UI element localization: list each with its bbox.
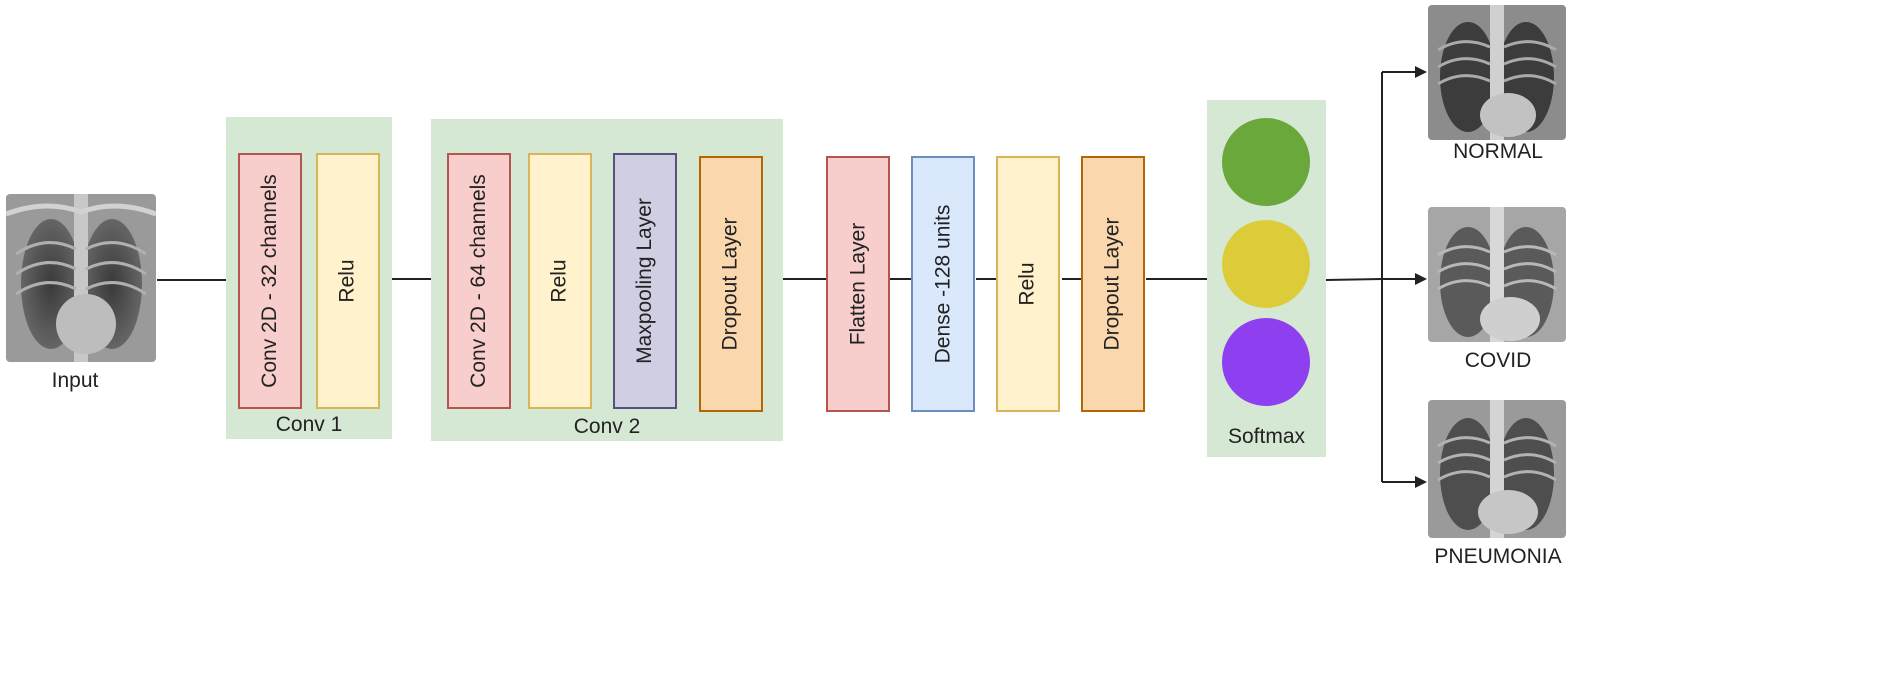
- edge-softmax-branch: [1325, 278, 1383, 281]
- softmax-label: Softmax: [1227, 425, 1306, 448]
- dense-dropout-layer: Dropout Layer: [1081, 156, 1145, 412]
- conv2-maxpooling-label: Maxpooling Layer: [633, 198, 657, 364]
- dense-dropout-label: Dropout Layer: [1101, 217, 1125, 351]
- conv2-dropout-label: Dropout Layer: [719, 217, 743, 351]
- output-xray-normal: [1428, 5, 1566, 140]
- dense-layer: Dense -128 units: [911, 156, 975, 412]
- input-label: Input: [51, 369, 99, 392]
- conv2-label: Conv 2: [573, 415, 641, 438]
- dense-label: Dense -128 units: [931, 204, 955, 364]
- conv2-conv2d-label: Conv 2D - 64 channels: [467, 174, 490, 388]
- conv1-label: Conv 1: [275, 413, 343, 436]
- conv2-conv2d-layer: Conv 2D - 64 channels: [447, 153, 511, 409]
- flatten-layer: Flatten Layer: [826, 156, 890, 412]
- output-normal-label: NORMAL: [1453, 140, 1543, 163]
- flatten-label: Flatten Layer: [846, 222, 870, 346]
- conv1-conv2d-layer: Conv 2D - 32 channels: [238, 153, 302, 409]
- output-covid-label: COVID: [1464, 349, 1532, 372]
- input-xray-image: [6, 194, 156, 362]
- conv2-relu-label: Relu: [547, 259, 571, 303]
- softmax-circle-pneumonia: [1222, 318, 1310, 406]
- softmax-circle-covid: [1222, 220, 1310, 308]
- conv1-relu-label: Relu: [335, 259, 359, 303]
- dense-relu-layer: Relu: [996, 156, 1060, 412]
- conv1-relu-layer: Relu: [316, 153, 380, 409]
- conv2-maxpooling-layer: Maxpooling Layer: [613, 153, 677, 409]
- conv2-dropout-layer: Dropout Layer: [699, 156, 763, 412]
- conv2-relu-layer: Relu: [528, 153, 592, 409]
- output-pneumonia-label: PNEUMONIA: [1434, 545, 1562, 568]
- conv1-conv2d-label: Conv 2D - 32 channels: [258, 174, 281, 388]
- output-xray-covid: [1428, 207, 1566, 342]
- dense-relu-label: Relu: [1015, 262, 1039, 306]
- softmax-circle-normal: [1222, 118, 1310, 206]
- output-xray-pneumonia: [1428, 400, 1566, 538]
